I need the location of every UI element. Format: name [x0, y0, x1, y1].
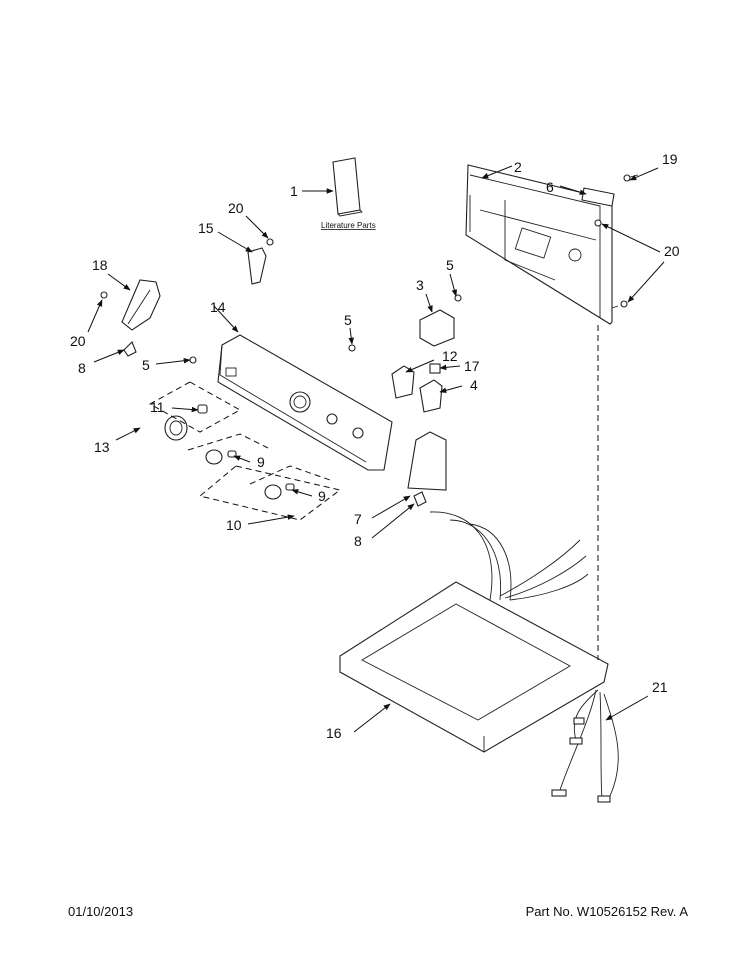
top-panel: [339, 581, 609, 753]
callout-12: 12: [442, 348, 458, 364]
callout-5a: 5: [142, 357, 150, 373]
callouts: 1 2 6 19 20 20 15 18 20 8 5 14 5 3 5 12 …: [70, 151, 680, 741]
end-cap-7: [407, 431, 447, 507]
callout-20b: 20: [70, 333, 86, 349]
callout-8b: 8: [354, 533, 362, 549]
callout-5c: 5: [446, 257, 454, 273]
switch-3: [348, 294, 462, 352]
callout-11: 11: [150, 399, 165, 415]
selector-knob-1: [205, 449, 237, 465]
callout-16: 16: [326, 725, 342, 741]
timer-knob: [164, 404, 208, 441]
console-back-panel: [465, 164, 613, 325]
wire-harness: [429, 511, 619, 803]
callout-5b: 5: [344, 312, 352, 328]
clip-8-left: [123, 341, 137, 357]
switch-12: [391, 365, 415, 399]
callout-4: 4: [470, 377, 478, 393]
knob-guide-13: [148, 381, 242, 433]
selector-knob-2: [264, 483, 295, 500]
console-panel: [217, 334, 393, 471]
literature-parts-label: Literature Parts: [321, 221, 376, 230]
callout-9b: 9: [318, 488, 326, 504]
hold-down-clip: [247, 238, 274, 285]
callout-8a: 8: [78, 360, 86, 376]
callout-7: 7: [354, 511, 362, 527]
callout-13: 13: [94, 439, 110, 455]
callout-1: 1: [290, 183, 298, 199]
callout-9a: 9: [257, 454, 265, 470]
callout-3: 3: [416, 277, 424, 293]
callout-21: 21: [652, 679, 668, 695]
switch-4: [419, 363, 443, 413]
callout-18: 18: [92, 257, 108, 273]
callout-6: 6: [546, 179, 554, 195]
screw-20-right: [611, 300, 628, 309]
control-board-bracket: [581, 187, 615, 227]
callout-2: 2: [514, 159, 522, 175]
knob-guide-9a: [187, 433, 269, 451]
callout-15: 15: [198, 220, 214, 236]
callout-20a: 20: [228, 200, 244, 216]
leader-lines: [87, 165, 665, 733]
knob-guide-9b: [249, 465, 331, 485]
callout-14: 14: [210, 299, 226, 315]
literature-booklet: [332, 157, 363, 217]
callout-20c: 20: [664, 243, 680, 259]
console-end-cap: [100, 279, 161, 331]
callout-10: 10: [226, 517, 242, 533]
footer-date: 01/10/2013: [68, 904, 134, 919]
footer-part-number: Part No. W10526152 Rev. A: [525, 904, 688, 919]
knob-guide-10: [198, 465, 342, 521]
screw-5-console: [189, 356, 197, 364]
callout-19: 19: [662, 151, 678, 167]
callout-17: 17: [464, 358, 480, 374]
